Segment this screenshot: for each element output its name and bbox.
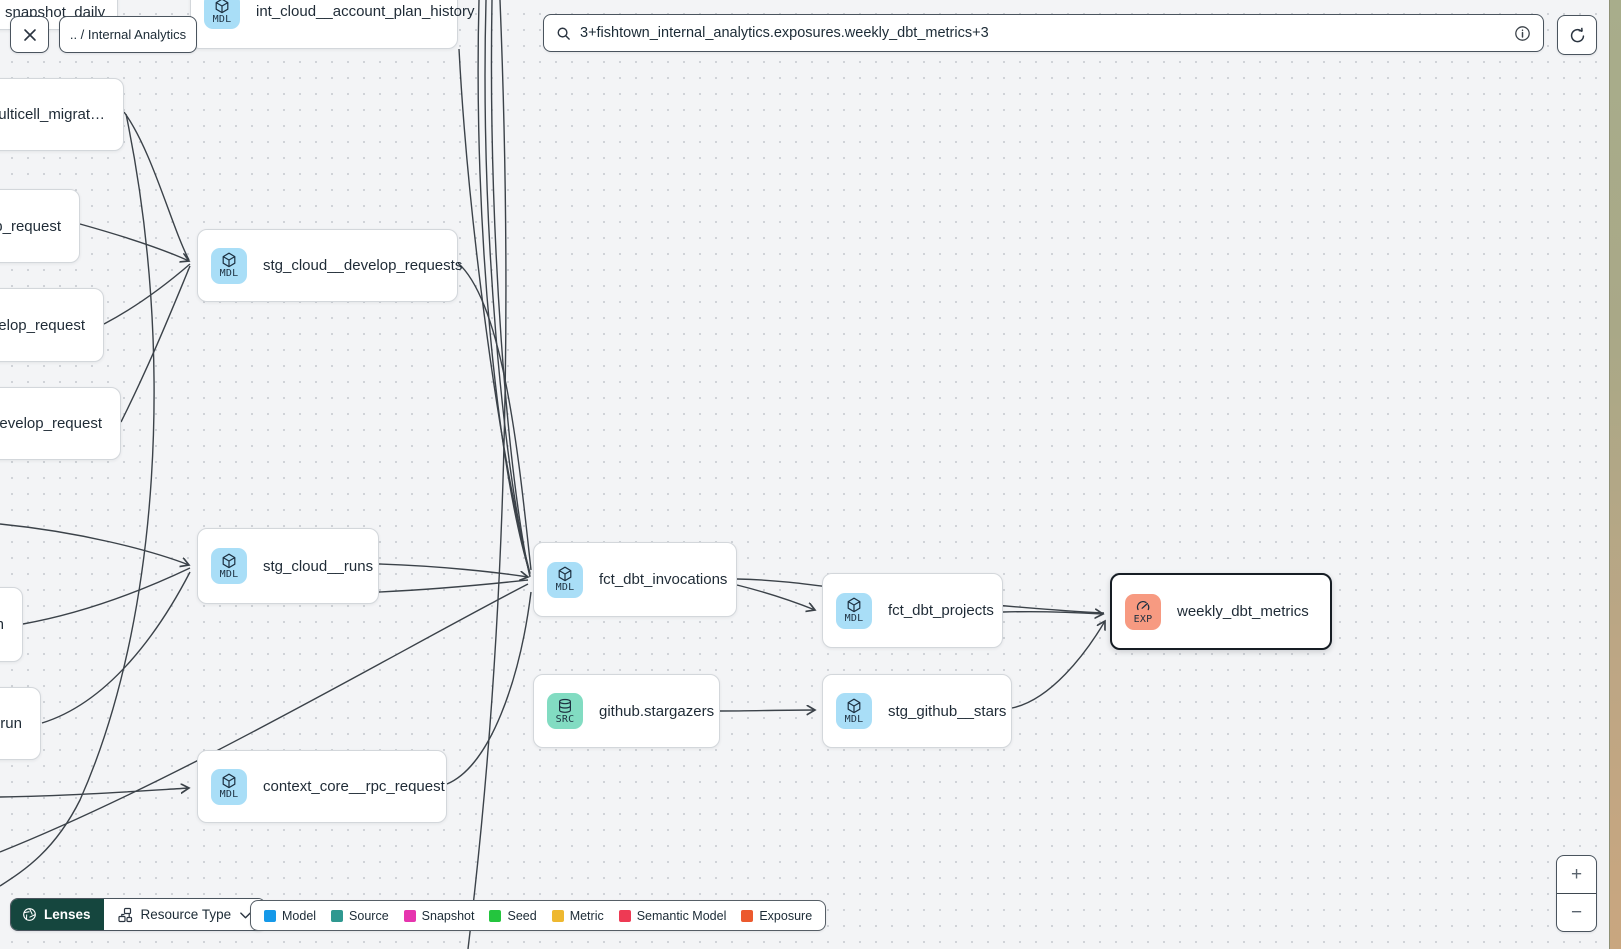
semantic-model-swatch <box>618 909 631 922</box>
node-label: n <box>0 616 4 633</box>
seed-swatch <box>489 909 502 922</box>
model-badge: MDL <box>211 247 247 284</box>
node-context-core-rpc-request[interactable]: MDL context_core__rpc_request <box>197 750 447 823</box>
close-button[interactable] <box>10 16 49 53</box>
source-swatch <box>331 909 344 922</box>
cube-icon <box>558 566 572 582</box>
model-badge: MDL <box>547 561 583 598</box>
node-label: context_core__rpc_request <box>263 778 445 795</box>
source-badge: SRC <box>547 693 583 729</box>
node-multicell-migrat[interactable]: multicell_migrat… <box>0 78 124 151</box>
refresh-button[interactable] <box>1557 15 1597 55</box>
cube-icon <box>222 252 236 268</box>
node-label: weekly_dbt_metrics <box>1177 603 1309 620</box>
lineage-search-bar[interactable] <box>543 14 1544 52</box>
node-label: fct_dbt_invocations <box>599 571 728 588</box>
legend-item-model: Model <box>264 909 316 923</box>
model-badge: MDL <box>836 693 872 729</box>
zoom-out-button[interactable]: − <box>1570 901 1583 923</box>
exposure-swatch <box>741 909 754 922</box>
node-develop-request[interactable]: .develop_request <box>0 387 121 460</box>
search-input[interactable] <box>580 25 1505 41</box>
node-weekly-dbt-metrics[interactable]: EXP weekly_dbt_metrics <box>1110 573 1332 650</box>
metric-swatch <box>551 909 564 922</box>
node-stg-cloud-develop-requests[interactable]: MDL stg_cloud__develop_requests <box>197 229 462 302</box>
model-badge: MDL <box>211 548 247 584</box>
node-run[interactable]: .run <box>0 687 41 760</box>
node-label: .develop_request <box>0 415 102 432</box>
node-github-stargazers[interactable]: SRC github.stargazers <box>533 674 720 748</box>
node-label: p_request <box>0 217 61 235</box>
node-stg-cloud-runs[interactable]: MDL stg_cloud__runs <box>197 528 379 604</box>
search-icon <box>557 27 570 40</box>
node-fct-dbt-invocations[interactable]: MDL fct_dbt_invocations <box>533 542 737 617</box>
zoom-in-button[interactable]: + <box>1557 856 1596 894</box>
node-fct-dbt-projects[interactable]: MDL fct_dbt_projects <box>822 573 1003 648</box>
refresh-icon <box>1570 26 1584 42</box>
resource-type-dropdown[interactable]: Resource Type <box>103 899 266 930</box>
resource-graph-icon <box>117 907 132 922</box>
node-label: int_cloud__account_plan_history <box>256 2 475 20</box>
legend-item-semantic-model: Semantic Model <box>618 909 726 923</box>
info-icon[interactable] <box>1514 25 1531 42</box>
zoom-controls: + − <box>1556 855 1597 932</box>
node-label: stg_cloud__develop_requests <box>263 257 463 274</box>
node-label: multicell_migrat… <box>0 106 105 123</box>
node-label: .run <box>0 715 22 732</box>
cube-icon <box>215 0 229 13</box>
node-int-cloud-account-plan-history[interactable]: MDL int_cloud__account_plan_history <box>190 0 475 49</box>
resource-type-legend: Model Source Snapshot Seed Metric Semant… <box>250 900 827 931</box>
node-velop-request[interactable]: velop_request <box>0 288 104 362</box>
node-label: stg_github__stars <box>888 702 1007 720</box>
legend-item-snapshot: Snapshot <box>403 909 474 923</box>
node-stg-github-stars[interactable]: MDL stg_github__stars <box>822 674 1012 748</box>
database-icon <box>558 698 572 713</box>
legend-item-exposure: Exposure <box>741 909 812 923</box>
cube-icon <box>222 773 236 789</box>
legend-item-seed: Seed <box>489 909 537 923</box>
snapshot-swatch <box>403 909 416 922</box>
cube-icon <box>847 698 861 713</box>
model-badge: MDL <box>211 768 247 805</box>
cube-icon <box>847 597 861 613</box>
gauge-icon <box>1136 600 1150 611</box>
node-label: github.stargazers <box>599 702 715 720</box>
node-label: fct_dbt_projects <box>888 602 994 619</box>
node-n[interactable]: n <box>0 587 23 662</box>
model-badge: MDL <box>836 592 872 629</box>
legend-item-source: Source <box>331 909 389 923</box>
lenses-toolbar: Lenses Resource Type <box>10 898 267 931</box>
node-label: velop_request <box>0 316 85 334</box>
model-badge: MDL <box>204 0 240 29</box>
breadcrumb[interactable]: .. / Internal Analytics <box>59 16 197 53</box>
lenses-button[interactable]: Lenses <box>11 899 104 930</box>
legend-item-metric: Metric <box>551 909 604 923</box>
model-swatch <box>264 909 276 922</box>
cube-icon <box>222 553 236 568</box>
node-p-request[interactable]: p_request <box>0 189 80 263</box>
desktop-edge-strip <box>1609 0 1621 949</box>
close-icon <box>23 28 36 41</box>
node-label: stg_cloud__runs <box>263 557 374 575</box>
lenses-aperture-icon <box>23 908 36 921</box>
exposure-badge: EXP <box>1125 593 1161 630</box>
